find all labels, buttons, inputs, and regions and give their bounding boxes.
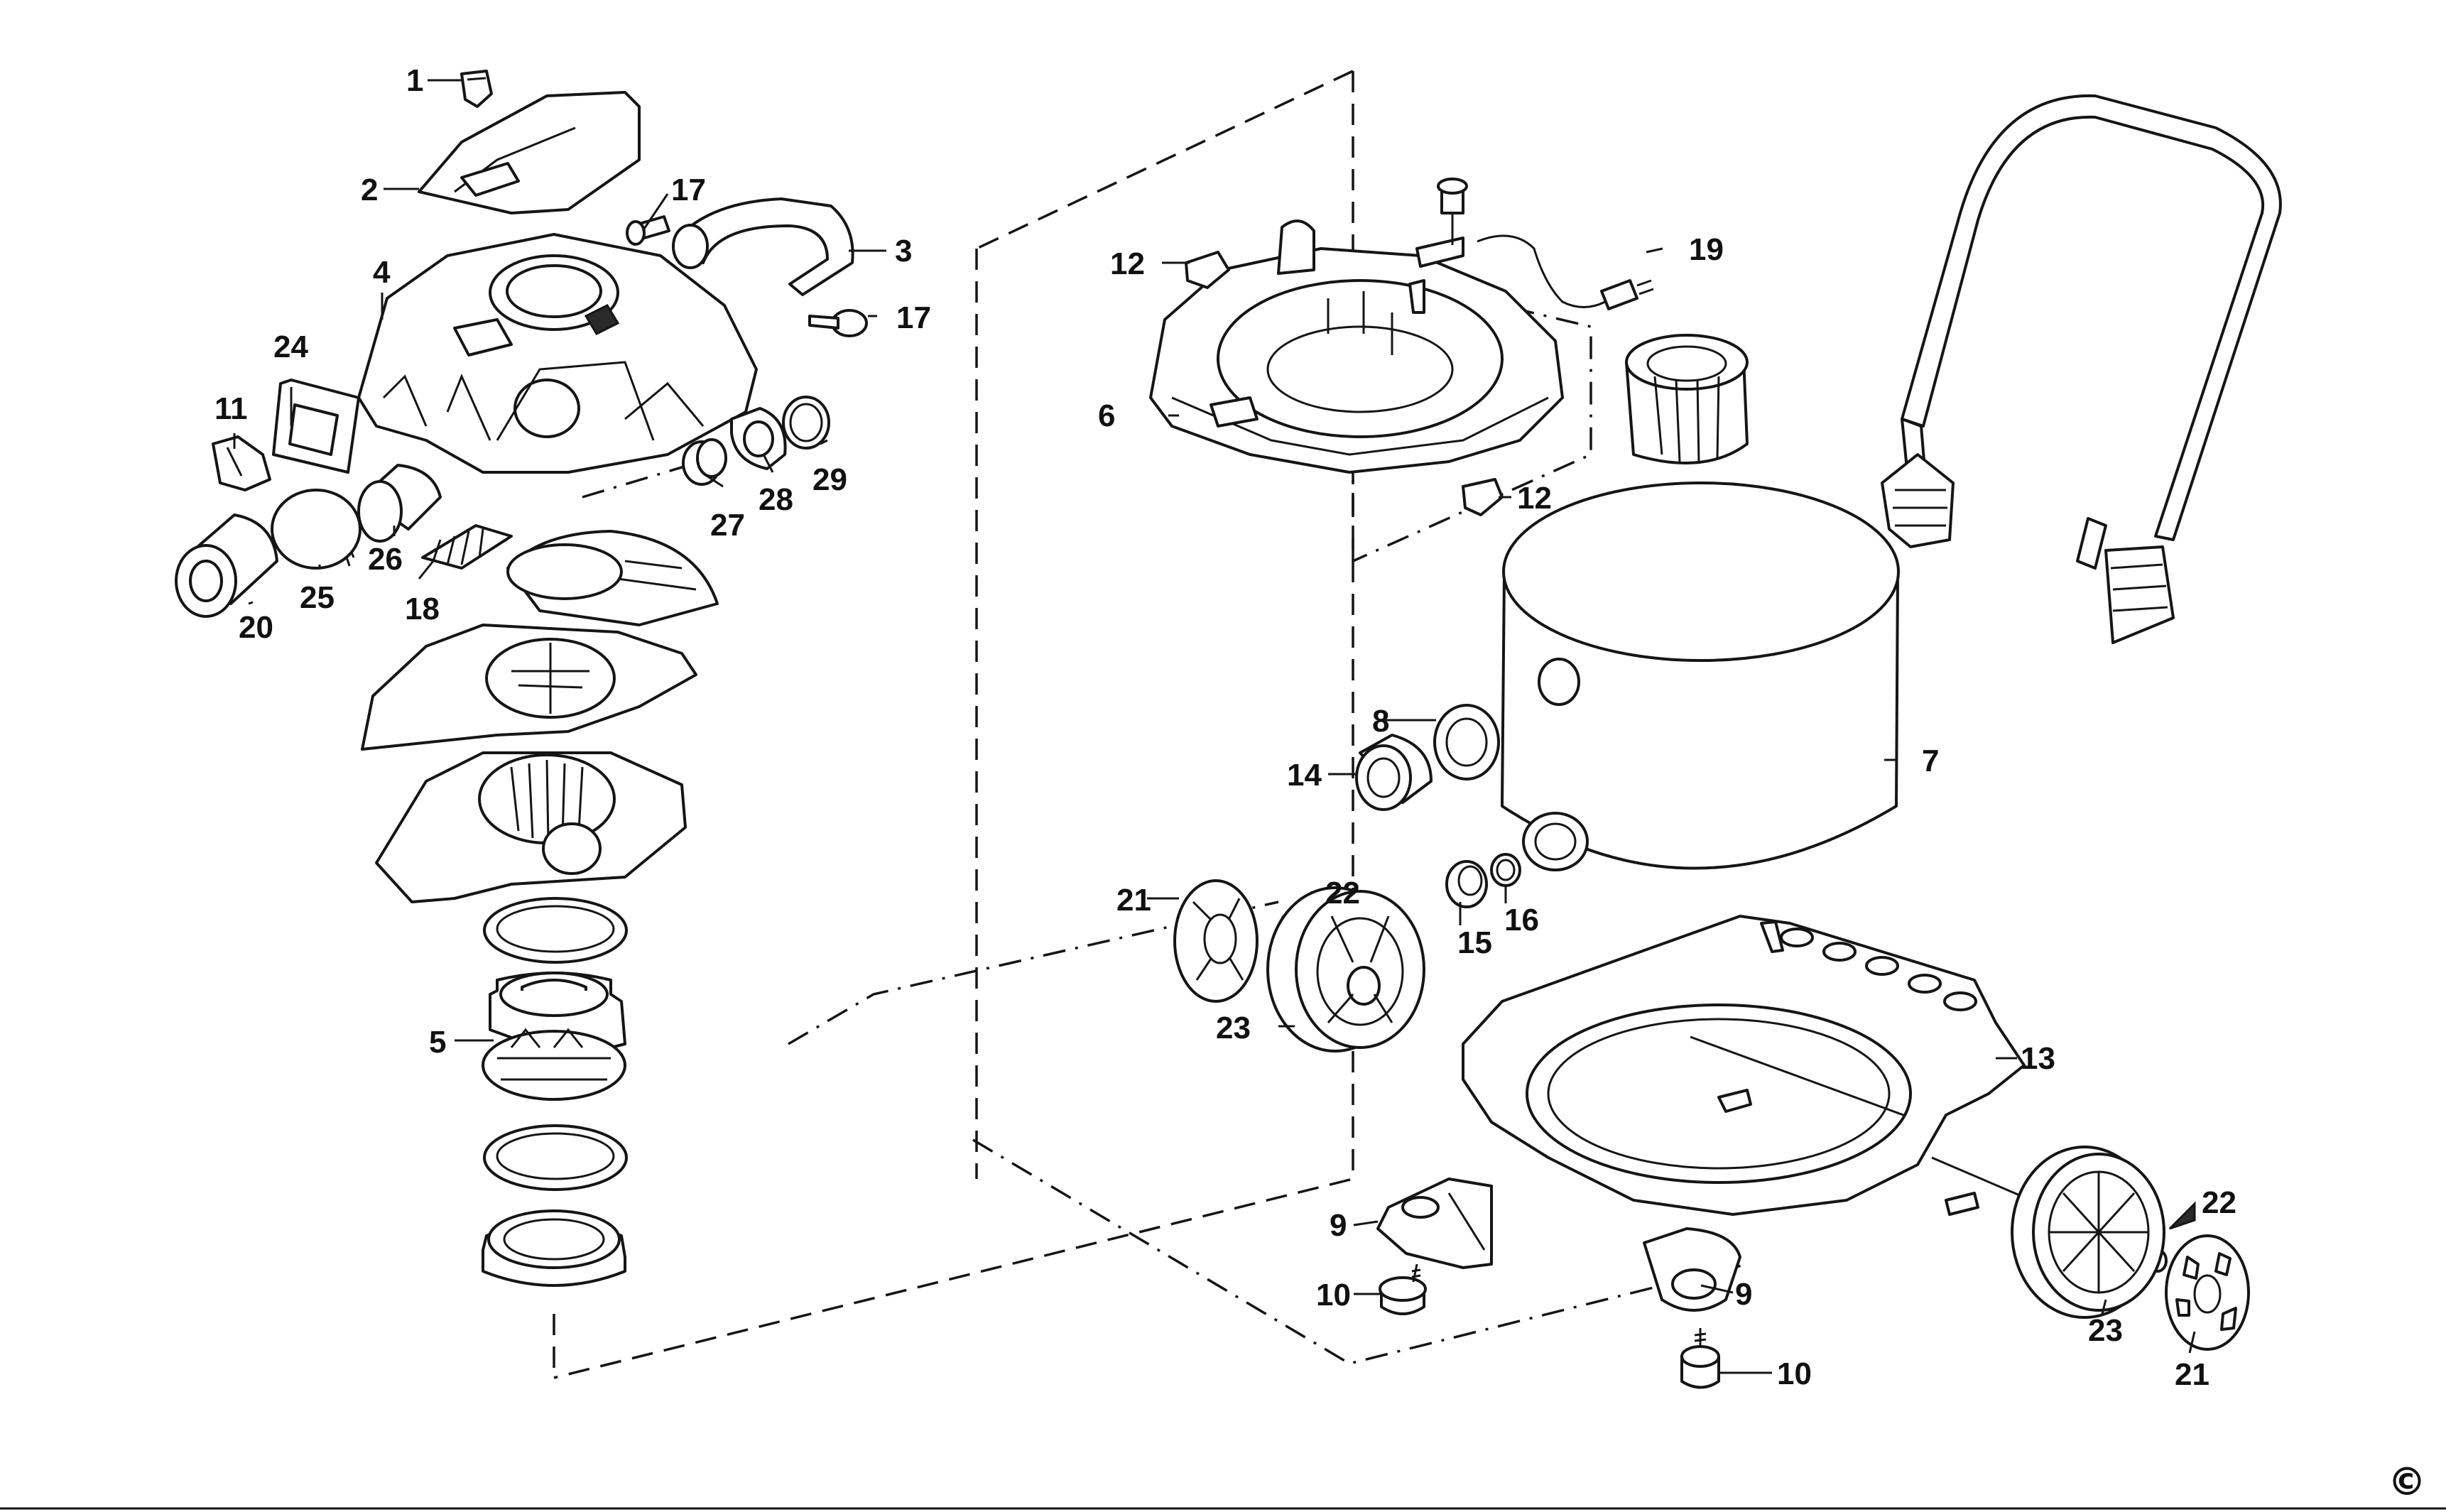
part-27-bushing xyxy=(682,438,727,486)
callout-17-right: 17 xyxy=(896,300,931,335)
part-14-inlet-port xyxy=(1355,734,1433,811)
part-9-caster-mount-left xyxy=(1376,1177,1493,1269)
part-7-tank xyxy=(1501,482,1900,871)
part-17-pin-top xyxy=(626,215,670,246)
callout-28: 28 xyxy=(759,482,793,517)
motor-housing-upper xyxy=(361,624,697,751)
callout-labels: 1 2 3 4 5 6 7 8 9 9 10 10 11 12 12 13 14… xyxy=(214,63,2236,1392)
part-21-hubcap-left xyxy=(1173,879,1259,1003)
upper-seal-ring xyxy=(483,897,628,964)
callout-5: 5 xyxy=(429,1025,446,1060)
part-15-drain-plug xyxy=(1445,860,1488,908)
part-10-caster-left xyxy=(1379,1263,1427,1315)
callout-29: 29 xyxy=(812,462,847,497)
part-2-top-cover xyxy=(418,91,641,214)
part-29-seal-ring xyxy=(782,396,830,450)
part-18-filter-block xyxy=(421,524,513,570)
part-1-clip xyxy=(460,70,493,108)
base-ring xyxy=(482,1209,626,1287)
callout-25: 25 xyxy=(300,580,335,615)
callout-8: 8 xyxy=(1372,704,1389,739)
callout-20: 20 xyxy=(239,610,273,645)
callout-21-right: 21 xyxy=(2175,1357,2209,1392)
callout-2: 2 xyxy=(361,173,378,207)
callout-23-right: 23 xyxy=(2088,1313,2123,1348)
part-5-motor xyxy=(482,972,626,1101)
part-8-port-seal xyxy=(1433,704,1500,781)
part-12-clip-bottom xyxy=(1462,478,1504,516)
callout-1: 1 xyxy=(406,63,423,98)
callout-leaders xyxy=(233,79,2196,1374)
callout-21-left: 21 xyxy=(1116,883,1151,918)
lower-seal-ring xyxy=(483,1124,628,1191)
part-21-hubcap-right xyxy=(2165,1234,2250,1351)
callout-22-right: 22 xyxy=(2202,1185,2236,1220)
motor-housing-lower xyxy=(375,751,687,903)
part-6-lid-ring xyxy=(1149,219,1564,474)
part-19-power-cord xyxy=(1477,234,1654,310)
callout-9-center: 9 xyxy=(1735,1277,1752,1312)
handle-socket-left xyxy=(1881,453,1955,548)
callout-23-left: 23 xyxy=(1216,1011,1251,1045)
callout-13: 13 xyxy=(2021,1041,2055,1076)
cartridge-filter xyxy=(1625,334,1749,464)
callout-24: 24 xyxy=(273,330,308,364)
part-11-latch xyxy=(212,435,271,491)
callout-3: 3 xyxy=(895,234,912,268)
callout-10-center: 10 xyxy=(1777,1356,1812,1391)
part-28-bracket xyxy=(730,407,787,470)
part-13-base-dolly xyxy=(1462,915,2032,1216)
part-17-pin-right xyxy=(808,309,868,337)
callout-9-left: 9 xyxy=(1330,1208,1347,1243)
callout-4: 4 xyxy=(373,255,391,290)
callout-15: 15 xyxy=(1457,925,1492,960)
part-4-motor-lid xyxy=(357,233,758,474)
part-20-inlet-nozzle xyxy=(175,513,278,618)
callout-16: 16 xyxy=(1504,903,1539,937)
part-26-inlet-tube xyxy=(357,464,442,543)
callout-11: 11 xyxy=(214,391,248,426)
part-16-o-ring xyxy=(1490,853,1521,887)
callout-12-top: 12 xyxy=(1110,246,1145,281)
callout-7: 7 xyxy=(1922,744,1939,778)
callout-19: 19 xyxy=(1689,232,1724,267)
callout-22-left: 22 xyxy=(1325,876,1360,910)
callout-18: 18 xyxy=(405,592,440,626)
part-23-wheel-right xyxy=(2011,1146,2165,1319)
callout-17-top: 17 xyxy=(671,173,706,207)
float-valve xyxy=(1415,178,1468,268)
callout-10-left: 10 xyxy=(1316,1278,1351,1312)
part-10-caster-center xyxy=(1680,1328,1720,1389)
callout-12-bottom: 12 xyxy=(1517,481,1552,516)
part-12-clip-top xyxy=(1185,251,1230,289)
callout-26: 26 xyxy=(368,542,403,577)
callout-14: 14 xyxy=(1287,758,1322,793)
callout-27: 27 xyxy=(710,508,745,543)
handle-socket-right xyxy=(2104,545,2175,644)
callout-6: 6 xyxy=(1098,398,1115,433)
part-23-wheel-left xyxy=(1266,886,1425,1053)
copyright-mark: © xyxy=(2388,1459,2426,1504)
part-24-switch-frame xyxy=(272,379,360,474)
fan-cover xyxy=(506,530,719,626)
part-25-spring xyxy=(271,489,362,570)
base-bumps xyxy=(1780,928,1977,1011)
part-3-carry-handle xyxy=(672,197,854,296)
